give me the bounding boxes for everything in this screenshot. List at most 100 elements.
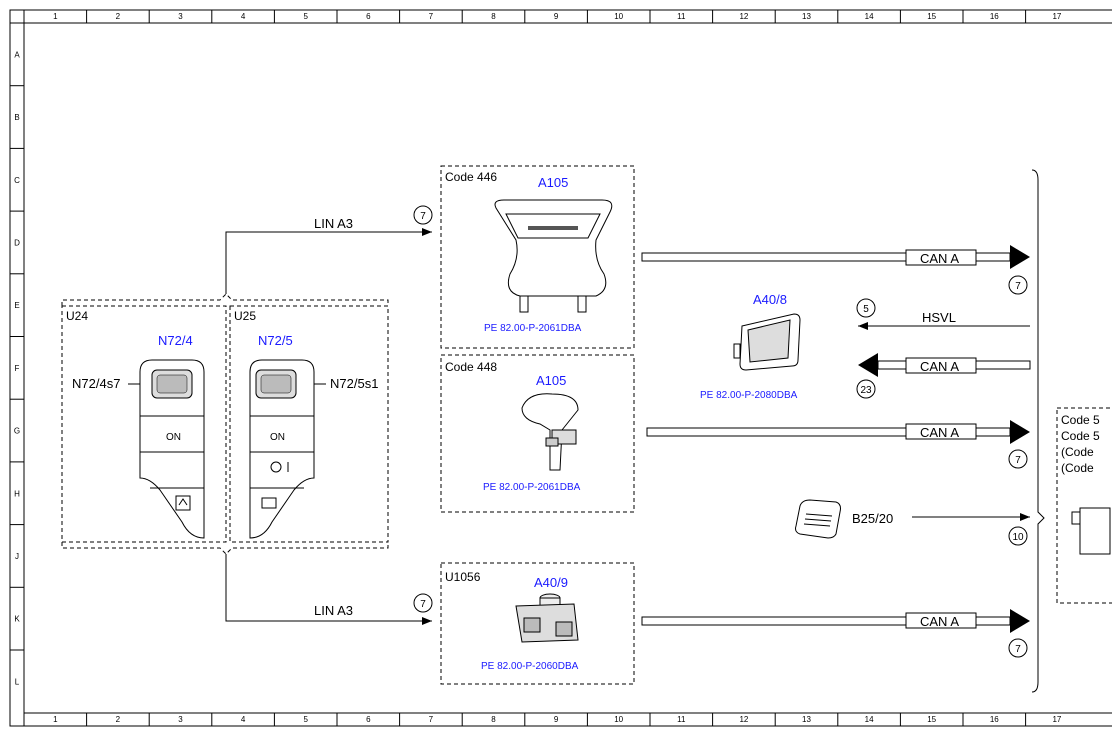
grid-col-label: 5 — [303, 12, 308, 21]
can-u1056-circle: 7 — [1015, 644, 1021, 655]
grid-col-label: 12 — [739, 12, 748, 21]
a105-label-2: A105 — [536, 373, 566, 388]
selector-lever-icon — [521, 393, 579, 471]
right-bracket — [1031, 169, 1045, 693]
grid-col-label: 13 — [802, 12, 811, 21]
grid-col-label: 4 — [241, 12, 246, 21]
grid-col-label: 6 — [366, 12, 371, 21]
lin-bottom-label: LIN A3 — [314, 603, 353, 618]
grid-row-label: K — [14, 615, 20, 624]
u1056-label: U1056 — [445, 570, 481, 584]
grid-col-label: 10 — [614, 715, 623, 724]
grid-row-label: B — [14, 113, 19, 122]
grid-row-label: A — [14, 50, 20, 59]
grid-row-label: E — [14, 301, 19, 310]
a105-label-1: A105 — [538, 175, 568, 190]
lin-top-label: LIN A3 — [314, 216, 353, 231]
grid-col-label: 16 — [990, 12, 999, 21]
grid-col-label: 9 — [554, 12, 559, 21]
grid-col-label: 15 — [927, 12, 936, 21]
a40-9-label: A40/9 — [534, 575, 568, 590]
grid-col-label: 15 — [927, 715, 936, 724]
box-code-448: Code 448 A105 PE 82.00-P-2061DBA — [440, 354, 635, 513]
b25-20-label: B25/20 — [852, 511, 893, 526]
can-446-circle: 7 — [1015, 281, 1021, 292]
grid-row-label: D — [14, 238, 20, 247]
can-448-circle: 7 — [1015, 455, 1021, 466]
grid-col-label: 5 — [303, 715, 308, 724]
grid-col-label: 1 — [53, 12, 58, 21]
switch-panel-n72-4: ON — [139, 359, 205, 539]
grid-col-label: 3 — [178, 12, 183, 21]
on-label-n72-5: ON — [270, 432, 285, 443]
grid-row-label: L — [15, 677, 20, 686]
left-group: U24 U25 N72/4 N72/5 N72/4s7 N72/5s1 ON — [61, 293, 389, 555]
n72-5s1-label: N72/5s1 — [330, 376, 378, 391]
switch-panel-n72-5: ON — [249, 359, 315, 539]
a40-8-group: A40/8 PE 82.00-P-2080DBA HSVL 5 CAN A 23 — [700, 292, 1031, 401]
pe-ref-446: PE 82.00-P-2061DBA — [484, 323, 582, 334]
grid-col-label: 2 — [116, 715, 121, 724]
grid-col-label: 16 — [990, 715, 999, 724]
pe-ref-a40-8: PE 82.00-P-2080DBA — [700, 390, 798, 401]
grid-col-label: 11 — [677, 12, 686, 21]
can-a40-8-circle: 23 — [860, 385, 872, 396]
code-448-label: Code 448 — [445, 360, 497, 374]
grid-col-label: 7 — [429, 715, 434, 724]
right-code-box: Code 5 Code 5 (Code (Code — [1056, 407, 1112, 604]
can-bus-448: CAN A 7 — [646, 420, 1030, 469]
u24-label: U24 — [66, 309, 88, 323]
can-a-448: CAN A — [920, 425, 959, 440]
lin-bottom-circle: 7 — [420, 599, 426, 610]
grid-col-label: 8 — [491, 12, 496, 21]
lin-top-circle: 7 — [420, 211, 426, 222]
can-bus-u1056: CAN A 7 — [641, 609, 1030, 658]
can-a-a40-8: CAN A — [920, 359, 959, 374]
pe-ref-u1056: PE 82.00-P-2060DBA — [481, 661, 579, 672]
grid-row-label: G — [14, 427, 20, 436]
box-u1056: U1056 A40/9 PE 82.00-P-2060DBA — [440, 562, 635, 685]
hsvl-label: HSVL — [922, 310, 956, 325]
grid-col-label: 14 — [865, 12, 874, 21]
grid-col-label: 1 — [53, 715, 58, 724]
grid-row-label: J — [15, 552, 19, 561]
grid-col-label: 3 — [178, 715, 183, 724]
code-446-label: Code 446 — [445, 170, 497, 184]
can-bus-446: CAN A 7 — [641, 245, 1030, 295]
grid-col-label: 17 — [1052, 12, 1061, 21]
right-code-line-1: Code 5 — [1061, 413, 1100, 427]
grid-col-label: 14 — [865, 715, 874, 724]
controller-knob-icon — [515, 593, 579, 643]
right-code-line-2: Code 5 — [1061, 429, 1100, 443]
right-code-line-4: (Code — [1061, 461, 1094, 475]
grid-row-label: H — [14, 489, 20, 498]
grid-col-label: 9 — [554, 715, 559, 724]
pe-ref-448: PE 82.00-P-2061DBA — [483, 482, 581, 493]
n72-5-label: N72/5 — [258, 333, 293, 348]
grid-col-label: 13 — [802, 715, 811, 724]
can-a-446: CAN A — [920, 251, 959, 266]
grid-col-label: 12 — [739, 715, 748, 724]
hsvl-circle: 5 — [863, 304, 869, 315]
b25-circle: 10 — [1012, 532, 1024, 543]
b25-20-group: B25/20 10 — [795, 499, 1030, 546]
n72-4s7-label: N72/4s7 — [72, 376, 120, 391]
grid-row-label: C — [14, 176, 20, 185]
grid-col-label: 8 — [491, 715, 496, 724]
can-a-u1056: CAN A — [920, 614, 959, 629]
a40-8-label: A40/8 — [753, 292, 787, 307]
overhead-panel-icon — [494, 199, 613, 313]
lin-bottom-line: LIN A3 7 — [225, 554, 433, 625]
grid-col-label: 10 — [614, 12, 623, 21]
grid-col-label: 17 — [1052, 715, 1061, 724]
sensor-icon — [795, 499, 841, 539]
u25-label: U25 — [234, 309, 256, 323]
right-code-line-3: (Code — [1061, 445, 1094, 459]
n72-4-label: N72/4 — [158, 333, 193, 348]
grid-frame: 1122334455667788991010111112121313141415… — [9, 9, 1112, 727]
grid-row-label: F — [15, 364, 20, 373]
display-icon — [733, 313, 801, 371]
grid-col-label: 11 — [677, 715, 686, 724]
on-label-n72-4: ON — [166, 432, 181, 443]
